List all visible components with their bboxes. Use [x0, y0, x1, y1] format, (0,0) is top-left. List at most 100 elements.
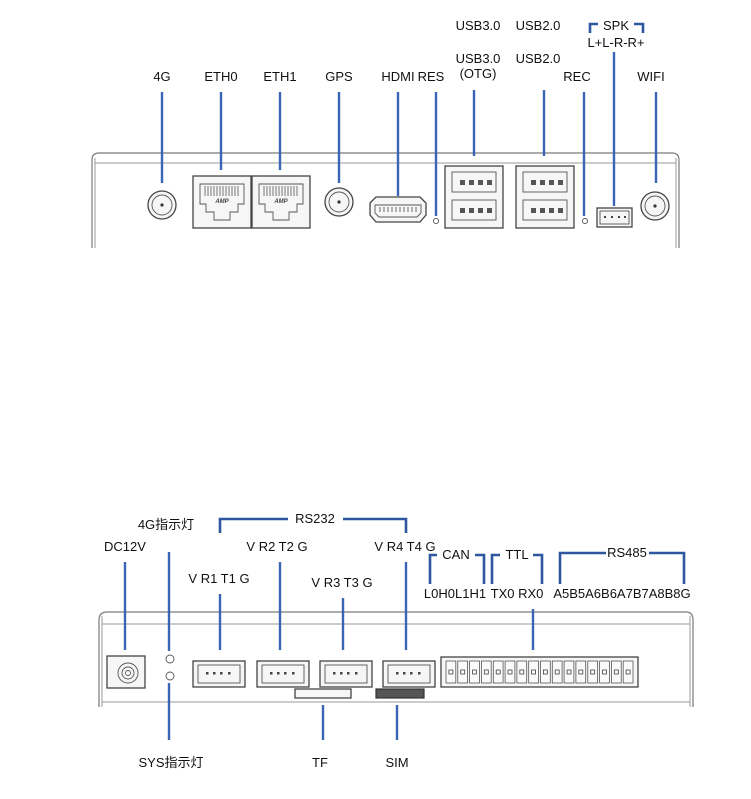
label-rs232: RS232 [295, 511, 335, 526]
terminal-pin [587, 660, 598, 684]
label-spk: SPK [603, 18, 629, 33]
eth0-port: AMP [192, 175, 252, 229]
rear-leader-lines [123, 517, 686, 740]
can-bracket-right [475, 553, 486, 584]
terminal-pin-screw [566, 669, 572, 675]
rs232-connector-2 [256, 660, 310, 688]
terminal-pin-screw [472, 669, 477, 675]
label-ttl: TTL [505, 547, 528, 562]
label-usb20-top: USB2.0 [516, 18, 561, 33]
hdmi-port [369, 196, 427, 223]
antenna-4g-connector [147, 190, 177, 220]
speaker-connector [596, 207, 633, 228]
rs232-bracket-right [343, 517, 408, 533]
label-gps: GPS [325, 69, 353, 84]
terminal-pin-screw [578, 669, 584, 675]
spk-bracket-left [588, 22, 598, 33]
terminal-pin [469, 660, 480, 684]
label-rs232-1-pins: V R1 T1 G [188, 571, 249, 586]
terminal-pin [480, 660, 492, 684]
label-can-pins: L0H0L1H1 [424, 586, 486, 601]
terminal-pin [551, 660, 563, 684]
terminal-pin-screw [602, 669, 607, 675]
label-otg: (OTG) [460, 66, 497, 81]
label-rs232-2-pins: V R2 T2 G [246, 539, 307, 554]
terminal-pin-screw [507, 669, 513, 675]
rs485-bracket-left [558, 551, 606, 584]
rs232-bracket-left [218, 517, 288, 533]
label-led-sys: SYS指示灯 [138, 755, 203, 770]
terminal-pin-screw [460, 669, 466, 675]
terminal-pin [445, 660, 457, 684]
terminal-pin [540, 660, 551, 684]
label-sim: SIM [385, 755, 408, 770]
tf-card-slot [294, 688, 352, 699]
terminal-pin-screw [519, 669, 525, 675]
label-rs485: RS485 [607, 545, 647, 560]
terminal-pin [611, 660, 622, 684]
rear-panel-outline [98, 611, 694, 707]
rj45-logo: AMP [214, 199, 229, 205]
reset-button-hole [432, 217, 440, 225]
label-rs485-pins: A5B5A6B6A7B7A8B8G [553, 586, 690, 601]
label-rs232-4-pins: V R4 T4 G [374, 539, 435, 554]
front-panel-outline [91, 152, 680, 248]
label-tf: TF [312, 755, 328, 770]
rear-panel: DC12V 4G指示灯 RS232 V R1 T1 G V R2 T2 G V … [98, 511, 694, 770]
terminal-pin [457, 660, 468, 684]
usb20-port-stack [515, 165, 575, 229]
spk-bracket-right [634, 22, 645, 33]
label-eth0: ETH0 [204, 69, 237, 84]
rs232-connector-3 [319, 660, 373, 688]
terminal-pin [563, 660, 575, 684]
terminal-pin-screw [554, 669, 560, 675]
label-hdmi: HDMI [381, 69, 414, 84]
can-bracket-left [428, 553, 437, 584]
terminal-pin-screw [448, 669, 454, 675]
ttl-bracket-left [490, 553, 500, 584]
terminal-pin [599, 660, 610, 684]
terminal-pin [528, 660, 539, 684]
eth1-port: AMP [251, 175, 311, 229]
label-4g: 4G [153, 69, 170, 84]
label-rs232-3-pins: V R3 T3 G [311, 575, 372, 590]
usb30-port-stack [444, 165, 504, 229]
terminal-pin-screw [495, 669, 501, 675]
rs232-connector-4 [382, 660, 436, 688]
led-4g-indicator [165, 654, 175, 664]
label-rec: REC [563, 69, 590, 84]
antenna-gps-connector [324, 187, 354, 217]
led-sys-indicator [165, 671, 175, 681]
front-panel: AMP AMP [91, 18, 680, 248]
terminal-block [440, 656, 639, 688]
terminal-pin [575, 660, 587, 684]
terminal-pin-screw [483, 669, 489, 675]
terminal-pin-screw [625, 669, 631, 675]
ttl-bracket-right [533, 553, 544, 584]
label-usb20-bottom: USB2.0 [516, 51, 561, 66]
dc12v-power-jack [106, 655, 146, 689]
terminal-pin [492, 660, 504, 684]
label-res: RES [418, 69, 445, 84]
label-dc12v: DC12V [104, 539, 146, 554]
antenna-wifi-connector [640, 191, 670, 221]
terminal-pin-screw [543, 669, 548, 675]
label-can: CAN [442, 547, 469, 562]
terminal-pin-screw [613, 669, 619, 675]
label-spk-pins: L+L-R-R+ [587, 35, 644, 50]
label-usb30-bottom: USB3.0 [456, 51, 501, 66]
terminal-pin [516, 660, 528, 684]
recovery-button-hole [581, 217, 589, 225]
label-ttl-pins: TX0 RX0 [491, 586, 544, 601]
rs485-bracket-right [649, 551, 686, 584]
label-wifi: WIFI [637, 69, 664, 84]
terminal-pin-screw [590, 669, 596, 675]
rj45-logo: AMP [273, 199, 288, 205]
front-labels: 4G ETH0 ETH1 GPS HDMI RES USB3.0 USB2.0 … [153, 18, 664, 84]
front-leader-lines [160, 22, 658, 216]
label-eth1: ETH1 [263, 69, 296, 84]
terminal-pin [504, 660, 516, 684]
terminal-pin [622, 660, 634, 684]
label-usb30-top: USB3.0 [456, 18, 501, 33]
